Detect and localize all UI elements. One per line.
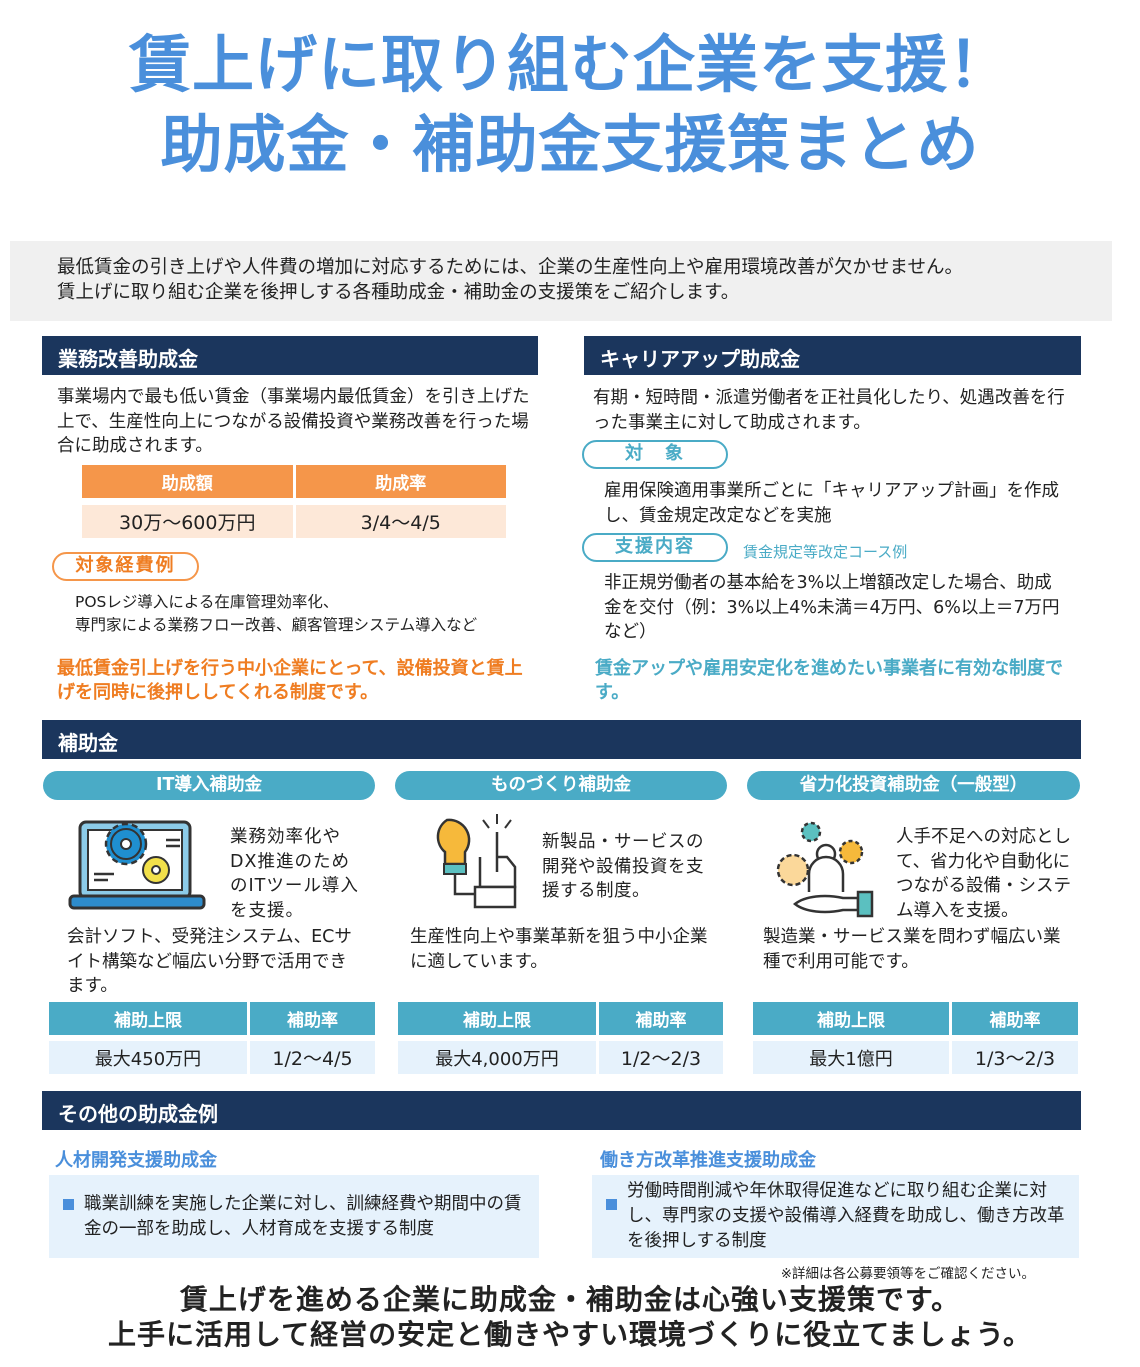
career-target: 雇用保険適用事業所ごとに「キャリアアップ計画」を作成し、賃金規定改定などを実施 [604,481,1059,526]
monozukuri-table: 補助上限 補助率 最大4,000万円 1/2～2/3 [398,1002,723,1074]
it-hojo-limit: 最大450万円 [49,1041,247,1074]
th-rate: 補助率 [952,1002,1078,1035]
monozukuri-rate: 1/2～2/3 [599,1041,723,1074]
page-title-line2: 助成金・補助金支援策まとめ [160,108,980,181]
career-support: 非正規労働者の基本給を3%以上増額改定した場合、助成金を交付（例：3%以上4%未… [604,573,1060,642]
it-hojo-title: IT導入補助金 [43,771,375,800]
gyomu-th-rate: 助成率 [295,465,506,498]
bullet-icon [606,1199,617,1210]
gyomu-rate: 3/4～4/5 [295,505,506,538]
lightbulb-hand-icon [436,814,517,909]
closing-message: 賃上げを進める企業に助成金・補助金は心強い支援策です。 上手に活用して経営の安定… [0,1282,1140,1352]
career-target-pill: 対 象 [582,440,728,469]
gyomu-table: 助成額 助成率 30万～600万円 3/4～4/5 [82,465,506,538]
other-2-text: 労働時間削減や年休取得促進などに取り組む企業に対し、専門家の支援や設備導入経費を… [627,1181,1065,1251]
shoryokuka-rate: 1/3～2/3 [952,1041,1078,1074]
shoryokuka-limit: 最大1億円 [753,1041,949,1074]
intro-band: 最低賃金の引き上げや人件費の増加に対応するためには、企業の生産性向上や雇用環境改… [10,241,1112,321]
monozukuri-summary: 新製品・サービスの開発や設備投資を支援する制度。 [542,832,704,901]
career-note: 賃金アップや雇用安定化を進めたい事業者に有効な制度です。 [595,658,1063,703]
other-2-title: 働き方改革推進支援助成金 [600,1150,816,1171]
career-desc: 有期・短時間・派遣労働者を正社員化したり、処遇改善を行った事業主に対して助成され… [593,388,1065,433]
other-note: ※詳細は各公募要領等をご確認ください。 [780,1266,1035,1282]
gyomu-header: 業務改善助成金 [42,336,538,375]
gyomu-desc: 事業場内で最も低い賃金（事業場内最低賃金）を引き上げた上で、生産性向上につながる… [57,387,530,456]
hojo-header: 補助金 [42,720,1081,759]
monozukuri-limit: 最大4,000万円 [398,1041,596,1074]
it-hojo-summary: 業務効率化やDX推進のためのITツール導入を支援。 [230,827,359,921]
person-gears-hand-icon [776,821,874,918]
page-title-line1: 賃上げに取り組む企業を支援！ [128,28,1011,101]
shoryokuka-desc: 製造業・サービス業を問わず幅広い業種で利用可能です。 [763,927,1061,972]
shoryokuka-table: 補助上限 補助率 最大1億円 1/3～2/3 [753,1002,1078,1074]
gyomu-note: 最低賃金引上げを行う中小企業にとって、設備投資と賃上げを同時に後押ししてくれる制… [57,658,523,703]
other-1-title: 人材開発支援助成金 [55,1150,217,1171]
th-rate: 補助率 [599,1002,723,1035]
th-limit: 補助上限 [398,1002,596,1035]
career-header: キャリアアップ助成金 [584,336,1081,375]
gyomu-amount: 30万～600万円 [82,505,293,538]
it-hojo-table: 補助上限 補助率 最大450万円 1/2～4/5 [49,1002,375,1074]
gyomu-th-amount: 助成額 [82,465,293,498]
it-hojo-rate: 1/2～4/5 [250,1041,375,1074]
monozukuri-desc: 生産性向上や事業革新を狙う中小企業に適しています。 [410,927,708,972]
closing-line1: 賃上げを進める企業に助成金・補助金は心強い支援策です。 [179,1283,961,1316]
laptop-gears-icon [68,820,206,910]
other-2-box: 労働時間削減や年休取得促進などに取り組む企業に対し、専門家の支援や設備導入経費を… [592,1175,1079,1258]
monozukuri-title: ものづくり補助金 [395,771,727,800]
closing-line2: 上手に活用して経営の安定と働きやすい環境づくりに役立てましょう。 [107,1318,1033,1351]
other-header: その他の助成金例 [42,1091,1081,1130]
gyomu-example-2: 専門家による業務フロー改善、顧客管理システム導入など [75,616,478,634]
intro-line1: 最低賃金の引き上げや人件費の増加に対応するためには、企業の生産性向上や雇用環境改… [57,257,963,278]
shoryokuka-title: 省力化投資補助金（一般型） [747,771,1080,800]
gyomu-examples-pill: 対象経費例 [52,552,199,581]
intro-line2: 賃上げに取り組む企業を後押しする各種助成金・補助金の支援策をご紹介します。 [57,282,740,303]
gyomu-example-1: POSレジ導入による在庫管理効率化、 [75,593,339,611]
career-support-pill: 支援内容 [582,533,728,562]
th-limit: 補助上限 [49,1002,247,1035]
shoryokuka-summary: 人手不足への対応として、省力化や自動化につながる設備・システム導入を支援。 [896,827,1071,921]
th-limit: 補助上限 [753,1002,949,1035]
bullet-icon [63,1199,74,1210]
it-hojo-desc: 会計ソフト、受発注システム、ECサイト構築など幅広い分野で活用できます。 [67,927,352,996]
th-rate: 補助率 [250,1002,375,1035]
gyomu-examples: POSレジ導入による在庫管理効率化、 専門家による業務フロー改善、顧客管理システ… [75,591,477,637]
other-1-box: 職業訓練を実施した企業に対し、訓練経費や期間中の賃金の一部を助成し、人材育成を支… [49,1175,539,1258]
career-support-course: 賃金規定等改定コース例 [743,543,908,561]
other-1-text: 職業訓練を実施した企業に対し、訓練経費や期間中の賃金の一部を助成し、人材育成を支… [84,1193,522,1239]
